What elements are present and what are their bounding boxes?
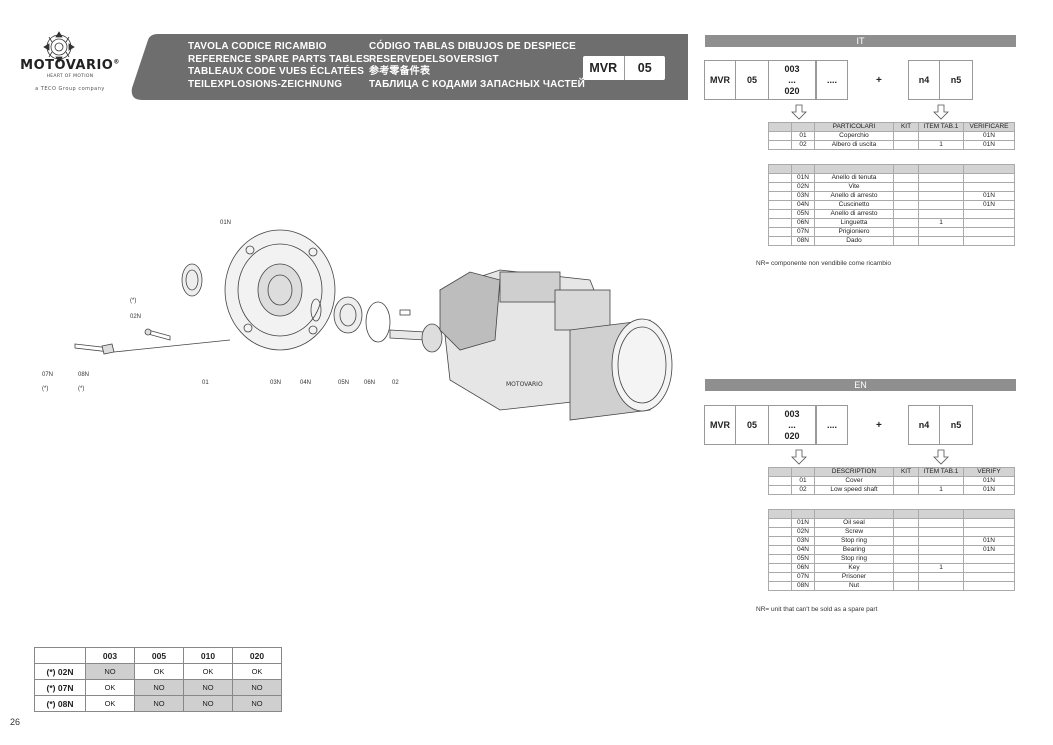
note-it: NR= componente non vendibile come ricamb… (756, 260, 891, 267)
code-row-it: MVR 05 003...020 .... + n4 n5 (704, 60, 974, 100)
title-es: CÓDIGO TABLAS DIBUJOS DE DESPIECE (369, 41, 576, 52)
callout-01: 01 (202, 380, 209, 386)
gear-emblem-icon (43, 31, 75, 63)
table-row: (*) 08N OK NO NO NO (34, 695, 282, 712)
table-header-row (768, 509, 1015, 519)
down-arrow-icon (933, 104, 949, 120)
down-arrow-icon (791, 449, 807, 465)
code-plus: + (876, 74, 882, 86)
table-header-row: PARTICOLARI KIT ITEM TAB.1 VERIFICARE (768, 122, 1015, 132)
code-size: 05 (735, 405, 769, 445)
product-code-box: MVR 05 (583, 56, 665, 80)
callout-06n: 06N (364, 380, 376, 386)
code-dots: .... (816, 405, 848, 445)
product-code: MVR (589, 61, 618, 75)
code-n4: n4 (908, 405, 940, 445)
title-it: TAVOLA CODICE RICAMBIO (188, 41, 327, 52)
availability-table: 003 005 010 020 (*) 02N NO OK OK OK (*) … (34, 647, 282, 712)
group-note: a TECO Group company (35, 86, 105, 92)
down-arrow-icon (791, 104, 807, 120)
code-ratio: 003...020 (768, 405, 816, 445)
down-arrow-icon (933, 449, 949, 465)
callout-02: 02 (392, 380, 399, 386)
title-fr: TABLEAUX CODE VUES ÉCLATÉES (188, 66, 365, 77)
product-size: 05 (623, 56, 666, 80)
code-size: 05 (735, 60, 769, 100)
table-row: (*) 07N OK NO NO NO (34, 679, 282, 696)
code-mvr: MVR (704, 405, 736, 445)
title-da: RESERVEDELSOVERSIGT (369, 53, 499, 65)
title-ru: ТАБЛИЦА С КОДАМИ ЗАПАСНЫХ ЧАСТЕЙ (369, 78, 586, 90)
code-mvr: MVR (704, 60, 736, 100)
code-row-en: MVR 05 003...020 .... + n4 n5 (704, 405, 974, 445)
title-de: TEILEXPLOSIONS-ZEICHNUNG (188, 78, 343, 90)
section-bar-it: IT (705, 35, 1016, 47)
callout-04n: 04N (300, 380, 312, 386)
callout-asterisk-02n: (*) (130, 298, 137, 304)
table-header-row (768, 164, 1015, 174)
callout-07n: 07N (42, 372, 54, 378)
motovario-logo (22, 30, 140, 100)
callout-asterisk-07n: (*) (42, 386, 49, 392)
table-header-row: DESCRIPTION KIT ITEM TAB.1 VERIFY (768, 467, 1015, 477)
title-zh: 参考零备件表 (369, 66, 431, 77)
callout-asterisk-08n: (*) (78, 386, 85, 392)
note-en: NR= unit that can't be sold as a spare p… (756, 606, 878, 613)
callout-05n: 05N (338, 380, 350, 386)
code-n5: n5 (939, 405, 973, 445)
section-bar-en: EN (705, 379, 1016, 391)
table-header-row: 003 005 010 020 (34, 647, 282, 664)
callout-02n: 02N (130, 314, 142, 320)
exploded-view-drawing: MOTOVARIO 01N (*) 02N 07N (*) 08N (*) 01… (30, 210, 680, 450)
callout-08n: 08N (78, 372, 90, 378)
code-dots: .... (816, 60, 848, 100)
header-titles-left: TAVOLA CODICE RICAMBIO REFERENCE SPARE P… (188, 41, 370, 91)
brand-tagline: HEART OF MOTION (46, 74, 94, 79)
code-n4: n4 (908, 60, 940, 100)
callout-03n: 03N (270, 380, 282, 386)
header-titles-right: CÓDIGO TABLAS DIBUJOS DE DESPIECE RESERV… (369, 41, 585, 91)
brand-name: MOTOVARIO® (20, 58, 120, 73)
callout-01n: 01N (220, 220, 232, 226)
exploded-view-svg: MOTOVARIO (74, 229, 673, 421)
page-number: 26 (10, 717, 21, 727)
code-plus: + (876, 419, 882, 431)
code-n5: n5 (939, 60, 973, 100)
code-ratio: 003...020 (768, 60, 816, 100)
motor-brand-label: MOTOVARIO (506, 381, 543, 388)
title-en: REFERENCE SPARE PARTS TABLES (188, 53, 370, 65)
table-row: (*) 02N NO OK OK OK (34, 663, 282, 680)
header-band (128, 34, 688, 100)
parts-table-it: PARTICOLARI KIT ITEM TAB.1 VERIFICARE 01… (768, 122, 1015, 150)
